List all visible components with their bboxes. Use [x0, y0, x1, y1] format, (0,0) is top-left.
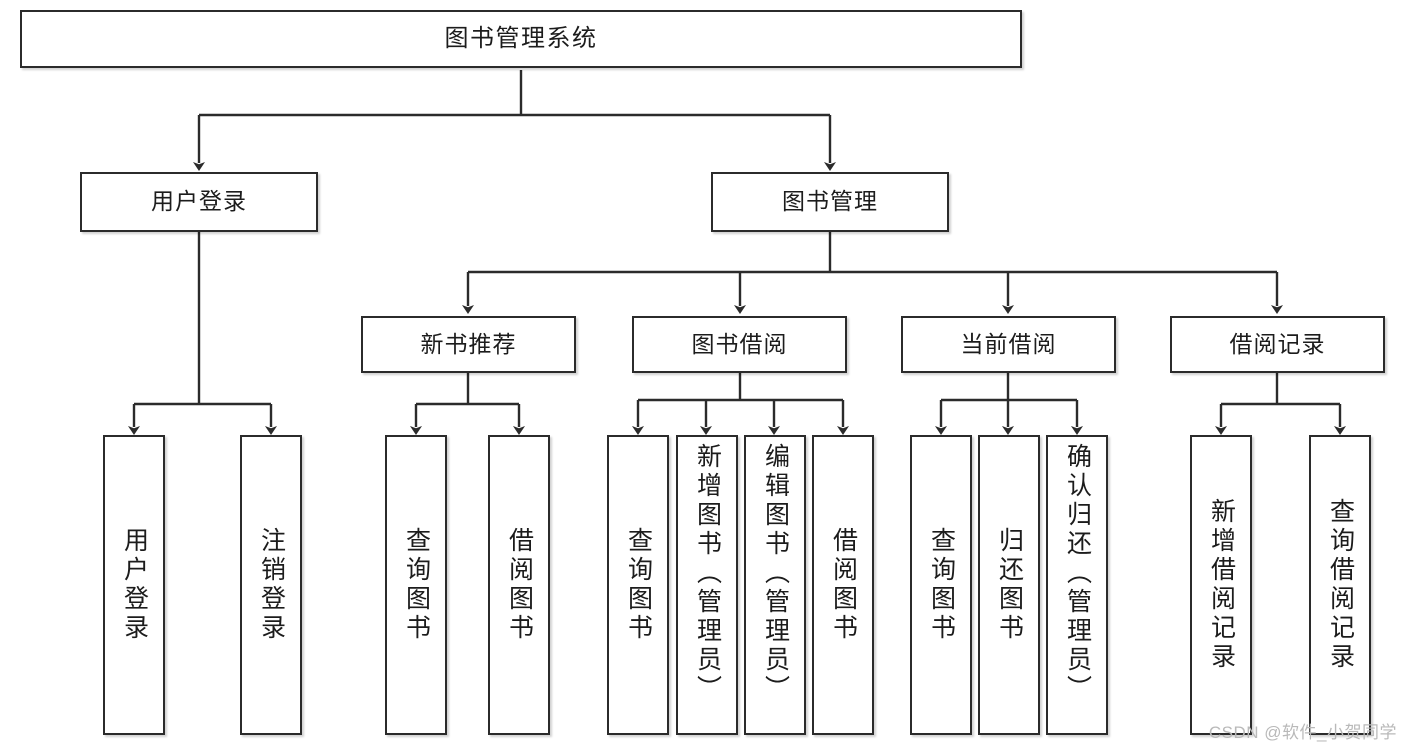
- leaf-current-return-book[interactable]: 归还图书: [978, 435, 1040, 735]
- node-label: 图书管理: [782, 188, 878, 215]
- leaf-borrow-query-book[interactable]: 查询图书: [607, 435, 669, 735]
- node-label: 用户登录: [151, 188, 247, 215]
- watermark-text: CSDN @软件_小贺同学: [1208, 723, 1397, 742]
- node-label: 借阅记录: [1229, 330, 1326, 357]
- node-label: 编辑图书（管理员）: [761, 443, 790, 704]
- node-label: 借阅图书: [829, 527, 858, 643]
- node-label: 查询图书: [402, 527, 431, 643]
- node-label: 借阅图书: [505, 527, 534, 643]
- leaf-current-confirm-return-admin[interactable]: 确认归还（管理员）: [1046, 435, 1108, 735]
- node-root-system[interactable]: 图书管理系统: [20, 10, 1022, 68]
- node-label: 用户登录: [120, 527, 149, 643]
- leaf-recommend-borrow-book[interactable]: 借阅图书: [488, 435, 550, 735]
- node-label: 查询借阅记录: [1326, 498, 1355, 672]
- node-label: 新书推荐: [420, 330, 517, 357]
- leaf-recommend-query-book[interactable]: 查询图书: [385, 435, 447, 735]
- leaf-record-query-record[interactable]: 查询借阅记录: [1309, 435, 1371, 735]
- node-current-borrow[interactable]: 当前借阅: [901, 316, 1116, 373]
- node-label: 注销登录: [257, 527, 286, 643]
- node-label: 查询图书: [927, 527, 956, 643]
- leaf-user-login-login[interactable]: 用户登录: [103, 435, 165, 735]
- node-label: 图书借阅: [691, 330, 788, 357]
- leaf-record-add-record[interactable]: 新增借阅记录: [1190, 435, 1252, 735]
- leaf-borrow-add-book-admin[interactable]: 新增图书（管理员）: [676, 435, 738, 735]
- node-label: 新增图书（管理员）: [693, 443, 722, 704]
- node-book-management[interactable]: 图书管理: [711, 172, 949, 232]
- node-label: 新增借阅记录: [1207, 498, 1236, 672]
- node-label: 确认归还（管理员）: [1063, 443, 1092, 704]
- leaf-current-query-book[interactable]: 查询图书: [910, 435, 972, 735]
- node-label: 图书管理系统: [444, 24, 598, 52]
- leaf-user-login-logout[interactable]: 注销登录: [240, 435, 302, 735]
- leaf-borrow-edit-book-admin[interactable]: 编辑图书（管理员）: [744, 435, 806, 735]
- node-book-borrow[interactable]: 图书借阅: [632, 316, 847, 373]
- node-borrow-record[interactable]: 借阅记录: [1170, 316, 1385, 373]
- node-user-login[interactable]: 用户登录: [80, 172, 318, 232]
- node-label: 当前借阅: [960, 330, 1057, 357]
- node-label: 归还图书: [995, 527, 1024, 643]
- node-new-book-recommend[interactable]: 新书推荐: [361, 316, 576, 373]
- node-label: 查询图书: [624, 527, 653, 643]
- leaf-borrow-borrow-book[interactable]: 借阅图书: [812, 435, 874, 735]
